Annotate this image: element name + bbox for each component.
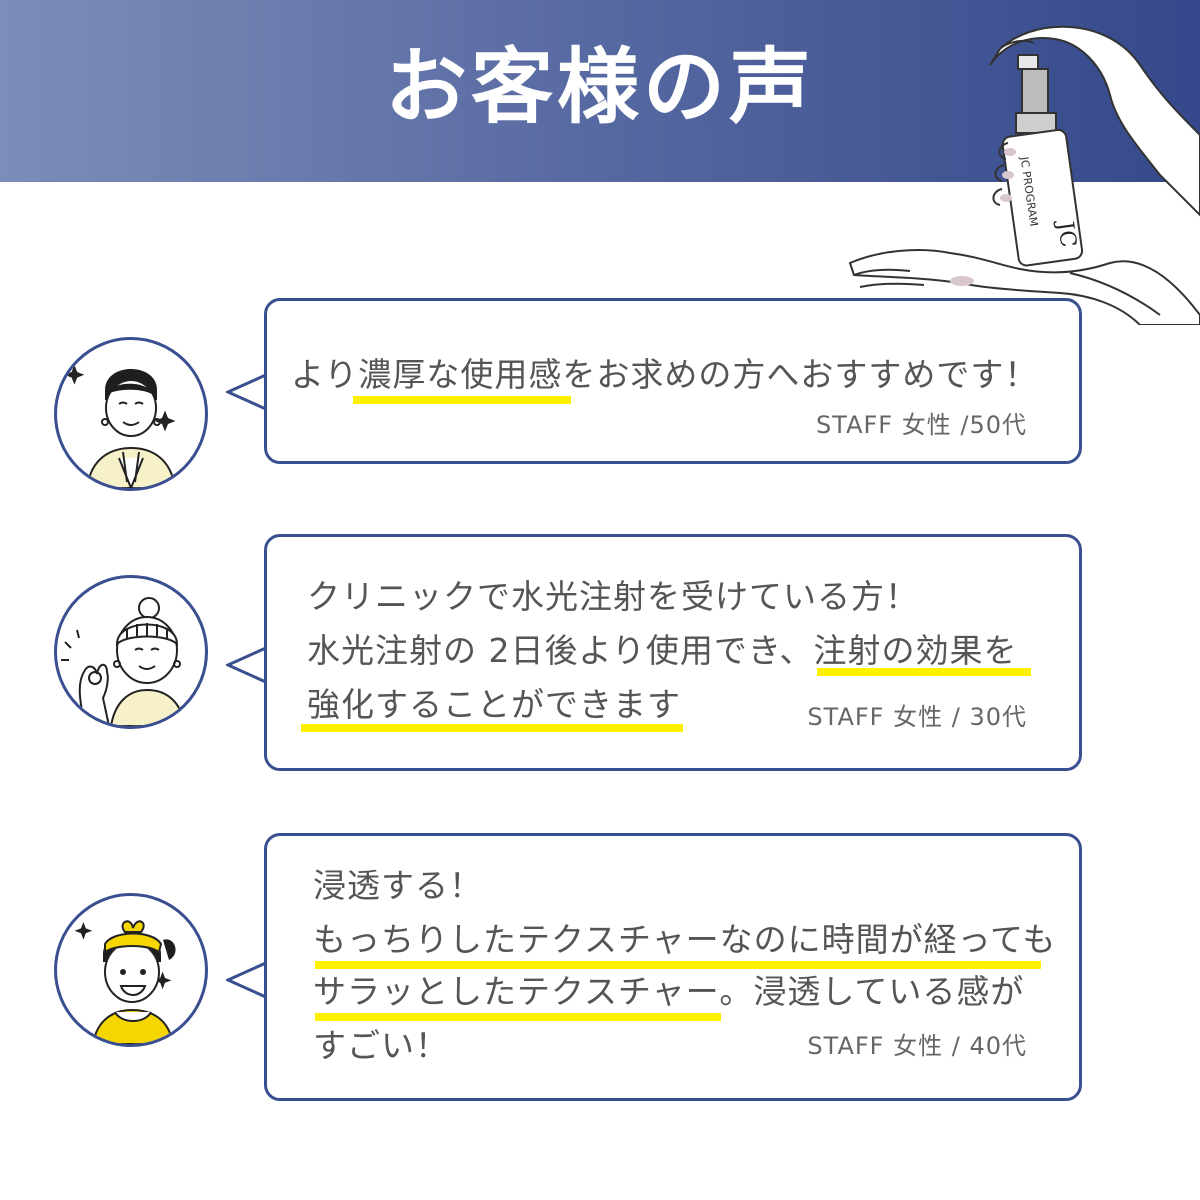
page-title: お客様の声 <box>384 40 815 135</box>
avatar <box>54 575 208 729</box>
girl-headband-avatar-icon <box>74 920 176 1044</box>
highlight-underline <box>817 668 1031 676</box>
testimonial-bubble: より濃厚な使用感をお求めの方へおすすめです！ STAFF 女性 /50代 <box>264 298 1082 464</box>
testimonial-text-line: すごい！ <box>313 1026 449 1065</box>
testimonial-text-line: 強化することができます <box>307 685 681 724</box>
product-bottle-illustration: JC PROGRAM JC <box>848 25 1200 325</box>
avatar <box>54 337 208 491</box>
staff-attribution: STAFF 女性 /50代 <box>816 411 1027 439</box>
highlight-underline <box>301 724 683 732</box>
header-banner: お客様の声 <box>0 0 1200 182</box>
highlight-underline <box>315 961 1041 969</box>
testimonial-text-line: クリニックで水光注射を受けている方！ <box>307 577 919 616</box>
testimonial-text-line: 浸透する！ <box>313 866 483 905</box>
highlight-underline <box>353 396 571 404</box>
speech-bubble-tail <box>226 372 269 412</box>
testimonial-text-line: 水光注射の 2日後より使用でき、注射の効果を <box>307 631 1018 670</box>
testimonial-text-line: サラッとしたテクスチャー。浸透している感が <box>313 972 1025 1011</box>
staff-attribution: STAFF 女性 / 30代 <box>807 703 1027 731</box>
woman-sparkle-avatar-icon <box>64 365 177 488</box>
speech-bubble-tail <box>226 960 269 1000</box>
testimonial-bubble: クリニックで水光注射を受けている方！ 水光注射の 2日後より使用でき、注射の効果… <box>264 534 1082 771</box>
woman-ok-gesture-avatar-icon <box>61 597 187 726</box>
speech-bubble-tail <box>226 645 269 685</box>
testimonial-text-line: もっちりしたテクスチャーなのに時間が経っても <box>313 920 1057 959</box>
staff-attribution: STAFF 女性 / 40代 <box>807 1032 1027 1060</box>
bottle-logo-text: JC <box>1052 218 1081 249</box>
testimonial-bubble: 浸透する！ もっちりしたテクスチャーなのに時間が経っても サラッとしたテクスチャ… <box>264 833 1082 1101</box>
avatar <box>54 893 208 1047</box>
highlight-underline <box>315 1013 721 1021</box>
testimonial-text-line: より濃厚な使用感をお求めの方へおすすめです！ <box>291 355 1039 394</box>
